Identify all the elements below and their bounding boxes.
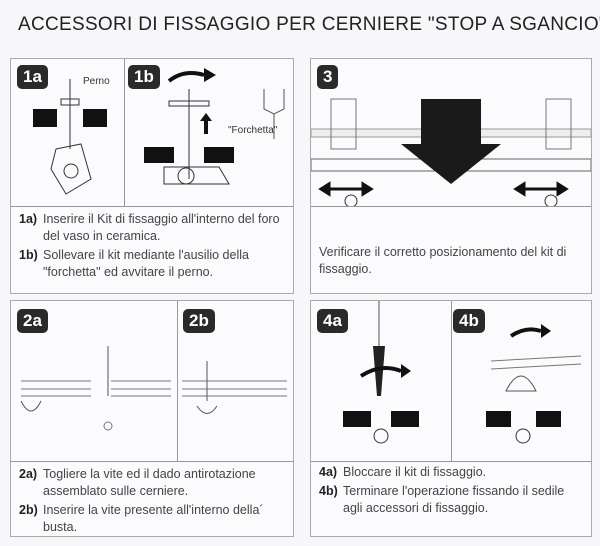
fix-seat-illustration: [486, 324, 582, 444]
step-id: 1b): [19, 248, 38, 262]
step-text: Inserire il Kit di fissaggio all'interno…: [43, 212, 280, 243]
instruction-4a: 4a) Bloccare il kit di fissaggio.: [319, 464, 585, 481]
diagram-1b: "Forchetta" 1b: [124, 59, 293, 206]
step-id: 4a): [319, 465, 338, 479]
instruction-2a: 2a) Togliere la vite ed il dado antirotaz…: [19, 466, 287, 500]
instructions-4: 4a) Bloccare il kit di fissaggio. 4b) Term…: [319, 464, 585, 519]
instructions-2: 2a) Togliere la vite ed il dado antirotaz…: [19, 466, 287, 538]
page-title: ACCESSORI DI FISSAGGIO PER CERNIERE "STO…: [18, 14, 600, 35]
step-id: 2a): [19, 467, 38, 481]
verify-position-illustration: [311, 98, 591, 206]
diagram-4a: 4a: [311, 301, 452, 461]
instruction-4b: 4b) Terminare l'operazione fissando il se…: [319, 483, 585, 517]
step-text: Inserire la vite presente all'interno de…: [43, 503, 264, 534]
panel-step-2: 2a 2b 2a) Togliere la vite ed il dado ant…: [10, 300, 294, 537]
step-id: 2b): [19, 503, 38, 517]
diagram-1a: Perno 1a: [11, 59, 125, 206]
instruction-3: Verificare il corretto posizionamento de…: [319, 245, 567, 276]
diagram-3: 3: [311, 59, 591, 207]
diagram-2a: 2a: [11, 301, 178, 461]
panel-step-3: 3 Verificare il corretto posizionamento …: [310, 58, 592, 294]
instructions-1: 1a) Inserire il Kit di fissaggio all'inte…: [19, 211, 287, 283]
diagram-4b: 4b: [451, 301, 591, 461]
diagram-2: 2a 2b: [11, 301, 293, 462]
step-id: 1a): [19, 212, 38, 226]
step-text: Terminare l'operazione fissando il sedil…: [343, 484, 565, 515]
insert-screw-illustration: [182, 361, 287, 414]
panel-step-1: Perno 1a "Forchetta" 1b 1a) Inserire il K…: [10, 58, 294, 294]
diagram-4: 4a 4b: [311, 301, 591, 462]
remove-screw-illustration: [20, 346, 171, 431]
step-badge-1b: 1b: [128, 65, 160, 89]
label-forchetta: "Forchetta": [228, 125, 278, 136]
step-id: 4b): [319, 484, 338, 498]
diagram-1: Perno 1a "Forchetta" 1b: [11, 59, 293, 207]
fork-lift-illustration: [144, 68, 285, 185]
step-badge-2b: 2b: [183, 309, 215, 333]
step-badge-4b: 4b: [453, 309, 485, 333]
step-text: Togliere la vite ed il dado antirotazion…: [43, 467, 256, 498]
step-badge-4a: 4a: [317, 309, 348, 333]
instruction-1a: 1a) Inserire il Kit di fissaggio all'inte…: [19, 211, 287, 245]
diagram-2b: 2b: [177, 301, 293, 461]
lock-kit-illustration: [343, 301, 419, 444]
step-badge-2a: 2a: [17, 309, 48, 333]
step-text: Sollevare il kit mediante l'ausilio dell…: [43, 248, 249, 279]
label-perno: Perno: [83, 76, 110, 87]
step-badge-3: 3: [317, 65, 339, 89]
step-badge-1a: 1a: [17, 65, 48, 89]
instruction-1b: 1b) Sollevare il kit mediante l'ausilio d…: [19, 247, 287, 281]
panel-step-4: 4a 4b 4a) Bloccare il kit di fissaggio. 4…: [310, 300, 592, 537]
insert-kit-illustration: [33, 79, 107, 195]
step-text: Bloccare il kit di fissaggio.: [343, 465, 487, 479]
instruction-2b: 2b) Inserire la vite presente all'interno…: [19, 502, 287, 536]
